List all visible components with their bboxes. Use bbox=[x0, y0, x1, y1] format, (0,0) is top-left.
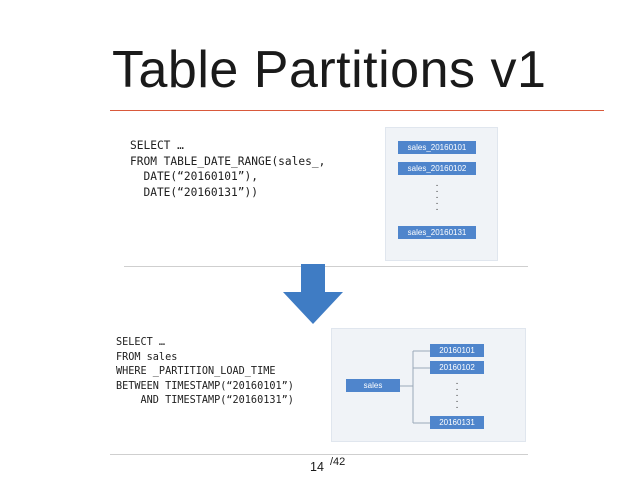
partition-box: 20160102 bbox=[430, 361, 484, 374]
ellipsis-vertical-icon: ····· bbox=[455, 378, 459, 413]
down-arrow-icon bbox=[283, 264, 343, 324]
sharded-table-box: sales_20160102 bbox=[398, 162, 476, 175]
page-total: /42 bbox=[330, 456, 346, 468]
code-line: DATE(“20160101”), bbox=[130, 170, 258, 183]
code-line: SELECT … bbox=[130, 139, 184, 152]
legacy-query-code: SELECT … FROM TABLE_DATE_RANGE(sales_, DA… bbox=[130, 138, 325, 200]
sharded-table-box: sales_20160131 bbox=[398, 226, 476, 239]
code-line: FROM TABLE_DATE_RANGE(sales_, bbox=[130, 154, 326, 168]
code-line: WHERE _PARTITION_LOAD_TIME bbox=[116, 366, 276, 378]
code-line: AND TIMESTAMP(“20160131”) bbox=[116, 395, 294, 407]
section-divider bbox=[124, 266, 528, 267]
partition-box: 20160101 bbox=[430, 344, 484, 357]
code-line: BETWEEN TIMESTAMP(“20160101”) bbox=[116, 380, 294, 392]
code-line: SELECT … bbox=[116, 337, 166, 348]
title-underline bbox=[110, 110, 604, 111]
footer-divider bbox=[110, 454, 528, 455]
slide-title: Table Partitions v1 bbox=[112, 41, 547, 99]
code-line: FROM sales bbox=[116, 351, 178, 363]
partition-tree-connectors bbox=[399, 350, 430, 424]
partition-box: 20160131 bbox=[430, 416, 484, 429]
code-line: DATE(“20160131”)) bbox=[130, 185, 258, 199]
root-table-box: sales bbox=[346, 379, 400, 392]
sharded-table-box: sales_20160101 bbox=[398, 141, 476, 154]
ellipsis-vertical-icon: ····· bbox=[435, 180, 439, 215]
page-number: 14 bbox=[310, 460, 324, 474]
